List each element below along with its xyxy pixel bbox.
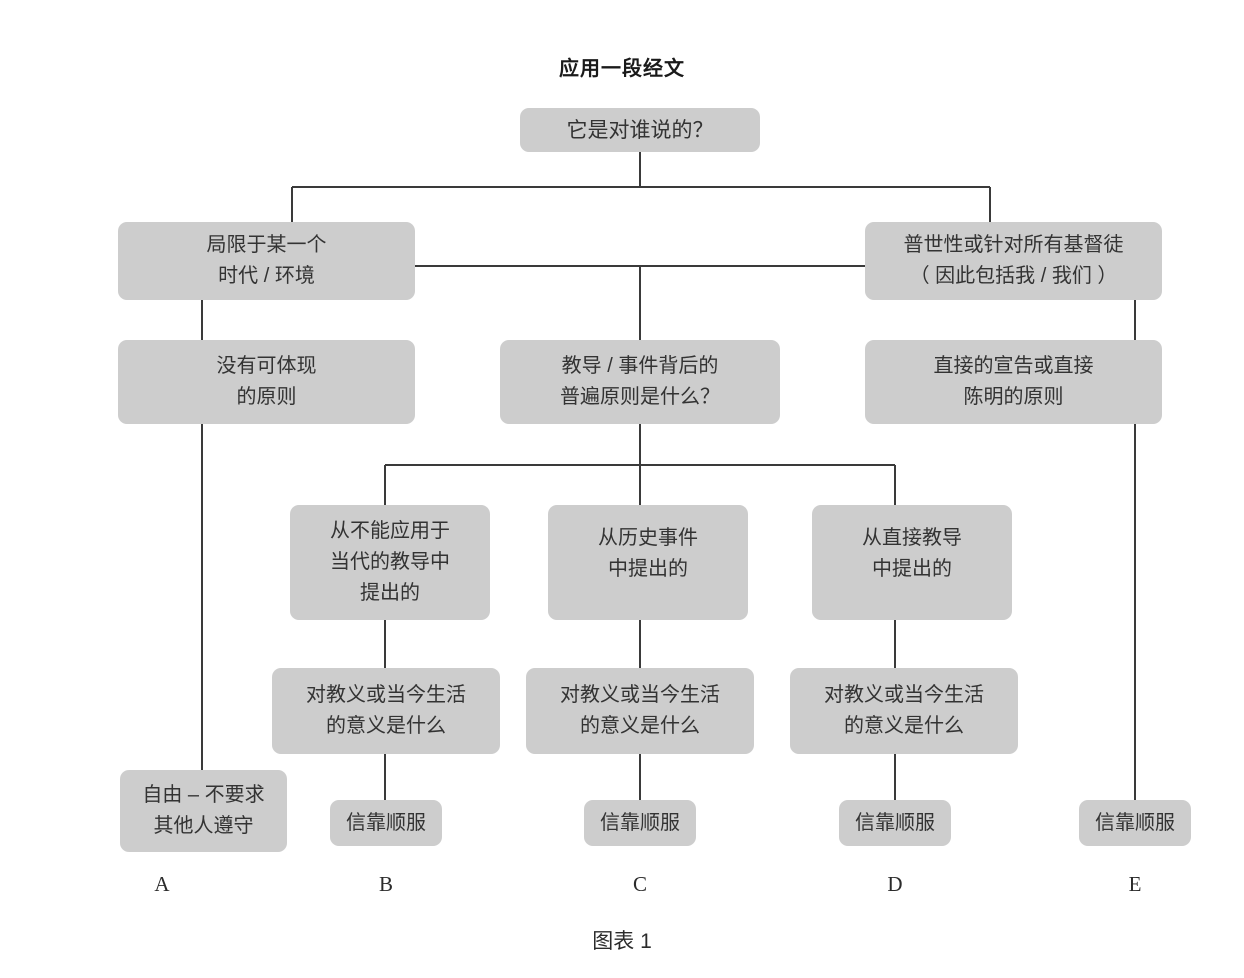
figure-caption: 图表 1 bbox=[592, 930, 652, 953]
node-freedom[interactable]: 自由 – 不要求 其他人遵守 bbox=[120, 770, 287, 852]
node-no-principle[interactable]: 没有可体现 的原则 bbox=[118, 340, 415, 424]
node-general-principle-question[interactable]: 教导 / 事件背后的 普遍原则是什么？ bbox=[500, 340, 780, 424]
node-freedom-line-1: 自由 – 不要求 bbox=[142, 784, 265, 806]
node-from-history-line-2: 中提出的 bbox=[608, 558, 688, 580]
node-universal-audience-line-2: （ 因此包括我 / 我们 ） bbox=[909, 265, 1118, 287]
node-from-inapplicable-teaching-line-3: 提出的 bbox=[360, 582, 420, 604]
node-no-principle-line-2: 的原则 bbox=[236, 386, 297, 408]
node-root-line-1: 它是对谁说的？ bbox=[566, 117, 714, 142]
node-meaning-b[interactable]: 对教义或当今生活 的意义是什么 bbox=[272, 668, 500, 754]
node-limited-context[interactable]: 局限于某一个 时代 / 环境 bbox=[118, 222, 415, 300]
node-meaning-c[interactable]: 对教义或当今生活 的意义是什么 bbox=[526, 668, 754, 754]
node-direct-principle[interactable]: 直接的宣告或直接 陈明的原则 bbox=[865, 340, 1162, 424]
node-trust-obey-e-line-1: 信靠顺服 bbox=[1095, 811, 1175, 834]
node-direct-principle-line-1: 直接的宣告或直接 bbox=[933, 355, 1094, 377]
leaf-label-d: D bbox=[887, 872, 903, 896]
node-general-principle-question-line-2: 普遍原则是什么？ bbox=[560, 386, 720, 408]
node-root[interactable]: 它是对谁说的？ bbox=[520, 108, 760, 152]
page-title: 应用一段经文 bbox=[559, 58, 685, 80]
node-meaning-b-line-1: 对教义或当今生活 bbox=[306, 684, 466, 706]
node-no-principle-line-1: 没有可体现 bbox=[216, 355, 317, 377]
node-direct-principle-line-2: 陈明的原则 bbox=[963, 386, 1064, 408]
node-meaning-d-line-1: 对教义或当今生活 bbox=[824, 684, 984, 706]
node-universal-audience[interactable]: 普世性或针对所有基督徒 （ 因此包括我 / 我们 ） bbox=[865, 222, 1162, 300]
node-from-inapplicable-teaching-line-2: 当代的教导中 bbox=[330, 551, 450, 573]
node-trust-obey-d[interactable]: 信靠顺服 bbox=[839, 800, 951, 846]
node-from-inapplicable-teaching-line-1: 从不能应用于 bbox=[330, 520, 450, 542]
leaf-label-c: C bbox=[632, 872, 647, 896]
node-trust-obey-c-line-1: 信靠顺服 bbox=[600, 811, 680, 834]
node-trust-obey-e[interactable]: 信靠顺服 bbox=[1079, 800, 1191, 846]
node-trust-obey-c[interactable]: 信靠顺服 bbox=[584, 800, 696, 846]
node-meaning-d[interactable]: 对教义或当今生活 的意义是什么 bbox=[790, 668, 1018, 754]
node-from-inapplicable-teaching[interactable]: 从不能应用于 当代的教导中 提出的 bbox=[290, 505, 490, 620]
node-limited-context-line-1: 局限于某一个 bbox=[206, 234, 327, 256]
node-trust-obey-b-line-1: 信靠顺服 bbox=[346, 811, 426, 834]
leaf-label-b: B bbox=[378, 872, 393, 896]
node-from-direct-teaching-line-2: 中提出的 bbox=[872, 558, 952, 580]
node-general-principle-question-line-1: 教导 / 事件背后的 bbox=[561, 355, 719, 377]
node-trust-obey-b[interactable]: 信靠顺服 bbox=[330, 800, 442, 846]
node-from-direct-teaching-line-1: 从直接教导 bbox=[862, 527, 962, 549]
node-limited-context-line-2: 时代 / 环境 bbox=[218, 265, 315, 287]
node-from-history[interactable]: 从历史事件 中提出的 bbox=[548, 505, 748, 620]
node-from-history-line-1: 从历史事件 bbox=[598, 527, 698, 549]
node-universal-audience-line-1: 普世性或针对所有基督徒 bbox=[903, 234, 1124, 256]
node-freedom-line-2: 其他人遵守 bbox=[153, 815, 254, 837]
node-meaning-c-line-2: 的意义是什么 bbox=[580, 715, 700, 737]
node-trust-obey-d-line-1: 信靠顺服 bbox=[855, 811, 935, 834]
node-meaning-d-line-2: 的意义是什么 bbox=[844, 715, 964, 737]
leaf-label-a: A bbox=[154, 872, 170, 896]
node-from-direct-teaching[interactable]: 从直接教导 中提出的 bbox=[812, 505, 1012, 620]
node-meaning-b-line-2: 的意义是什么 bbox=[326, 715, 446, 737]
leaf-label-e: E bbox=[1128, 872, 1142, 896]
node-meaning-c-line-1: 对教义或当今生活 bbox=[560, 684, 720, 706]
